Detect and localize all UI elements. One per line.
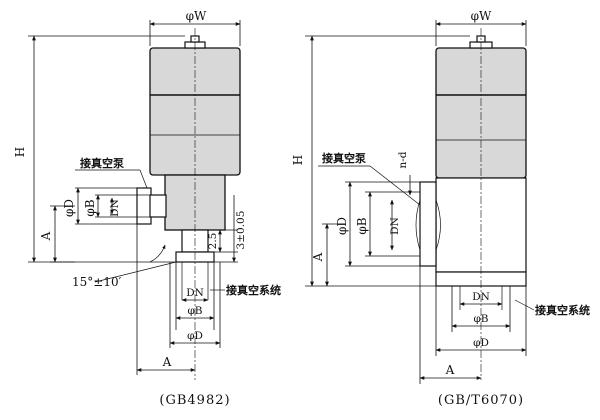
right-dim-n-d: n-d bbox=[397, 151, 409, 168]
right-valve-drawing: φW H 接真空泵 n-d φD φB DN A DN φB bbox=[291, 9, 590, 408]
right-caption: (GB/T6070) bbox=[438, 393, 524, 408]
left-dim-2-5: 2.5 bbox=[207, 233, 219, 250]
left-dim-phiw: φW bbox=[186, 9, 207, 23]
right-bottom-dn: DN bbox=[472, 291, 490, 303]
left-bottom-phib: φB bbox=[187, 305, 202, 317]
left-valve-drawing: φW H 接真空泵 φD φB DN A 2.5 3±0.05 bbox=[13, 9, 281, 408]
right-dim-a-bottom: A bbox=[445, 363, 455, 377]
right-label-vacuum-system: 接真空系统 bbox=[535, 303, 590, 317]
right-dim-phiw: φW bbox=[471, 9, 492, 23]
right-valve-body bbox=[415, 35, 527, 310]
left-dim-phid: φD bbox=[62, 199, 76, 217]
left-dim-angle: 15°±10′ bbox=[72, 275, 122, 289]
left-dim-phib: φB bbox=[83, 199, 97, 216]
right-bottom-phid: φD bbox=[473, 337, 489, 349]
right-dim-phid: φD bbox=[335, 217, 349, 235]
right-dim-dn: DN bbox=[389, 217, 401, 235]
left-dim-a-bottom: A bbox=[162, 355, 172, 369]
left-dim-3-005: 3±0.05 bbox=[235, 211, 247, 250]
right-dim-phib: φB bbox=[355, 217, 369, 234]
left-label-vacuum-pump: 接真空泵 bbox=[80, 156, 124, 170]
right-dim-a-side: A bbox=[311, 252, 325, 262]
left-caption: (GB4982) bbox=[159, 393, 230, 408]
left-dim-h: H bbox=[13, 147, 27, 157]
left-bottom-dn: DN bbox=[186, 287, 204, 299]
right-bottom-phib: φB bbox=[473, 313, 488, 325]
left-dim-dn: DN bbox=[109, 199, 121, 217]
right-label-vacuum-pump: 接真空泵 bbox=[322, 151, 366, 165]
left-label-vacuum-system: 接真空系统 bbox=[226, 283, 281, 297]
right-dim-h: H bbox=[291, 155, 305, 165]
left-dim-a-side: A bbox=[39, 231, 53, 241]
left-bottom-phid: φD bbox=[187, 330, 203, 342]
